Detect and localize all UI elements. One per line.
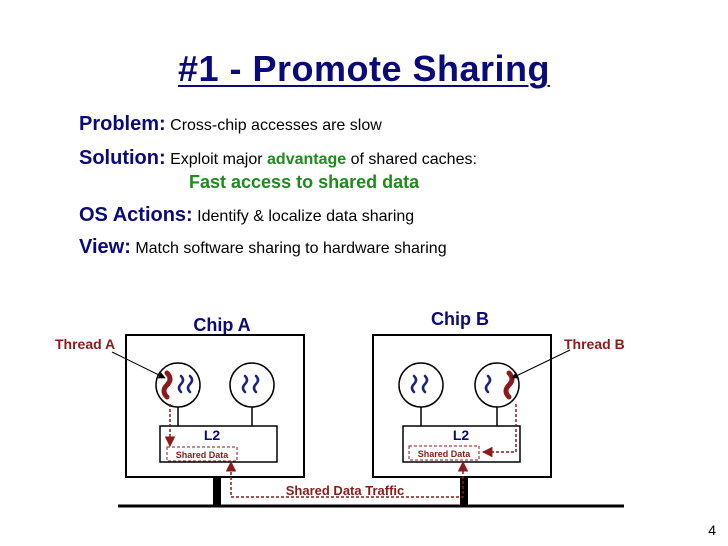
bus-connector-b xyxy=(460,477,468,506)
shared-data-a-label: Shared Data xyxy=(176,450,230,460)
shared-data-traffic-arrow xyxy=(225,460,469,498)
thread-a-active-icon xyxy=(161,370,173,400)
slide-title: #1 - Promote Sharing xyxy=(177,48,551,89)
core-a2 xyxy=(229,362,275,426)
shared-data-a-box xyxy=(166,446,238,462)
bus-connector-a xyxy=(213,477,221,506)
thread-a-label: Thread A xyxy=(55,336,115,352)
problem-text: Cross-chip accesses are slow xyxy=(170,117,382,134)
thread-idle-icon xyxy=(241,374,249,394)
solution-text-after: of shared caches: xyxy=(350,151,477,168)
solution-highlight: Fast access to shared data xyxy=(189,172,420,192)
view-row: View: Match software sharing to hardware… xyxy=(79,236,447,259)
thread-idle-icon xyxy=(410,374,418,394)
core-a1 xyxy=(155,362,201,426)
chip-b-label: Chip B xyxy=(431,309,489,329)
view-label: View: xyxy=(79,236,131,258)
view-text: Match software sharing to hardware shari… xyxy=(135,240,447,257)
solution-label: Solution: xyxy=(79,147,166,169)
shared-data-b-label: Shared Data xyxy=(418,449,472,459)
shared-data-b-box xyxy=(408,445,480,461)
solution-row: Solution: Exploit major advantage of sha… xyxy=(79,147,477,170)
l2-b-label: L2 xyxy=(453,427,470,443)
chip-a-label: Chip A xyxy=(193,315,250,335)
problem-row: Problem: Cross-chip accesses are slow xyxy=(79,113,382,136)
core-b2 xyxy=(474,362,520,426)
core-b1 xyxy=(398,362,444,426)
os-actions-label: OS Actions: xyxy=(79,204,193,226)
solution-text-before: Exploit major xyxy=(170,151,263,168)
thread-b-label: Thread B xyxy=(564,336,625,352)
problem-label: Problem: xyxy=(79,113,166,135)
os-actions-row: OS Actions: Identify & localize data sha… xyxy=(79,204,414,227)
thread-b-pointer xyxy=(511,349,571,379)
thread-b-access-arrow xyxy=(481,404,517,458)
thread-a-pointer xyxy=(111,351,166,379)
shared-data-traffic-label: Shared Data Traffic xyxy=(286,483,405,498)
page-number: 4 xyxy=(708,522,716,538)
l2-a-label: L2 xyxy=(204,427,221,443)
os-actions-text: Identify & localize data sharing xyxy=(197,208,415,225)
solution-emphasis: advantage xyxy=(267,151,347,168)
